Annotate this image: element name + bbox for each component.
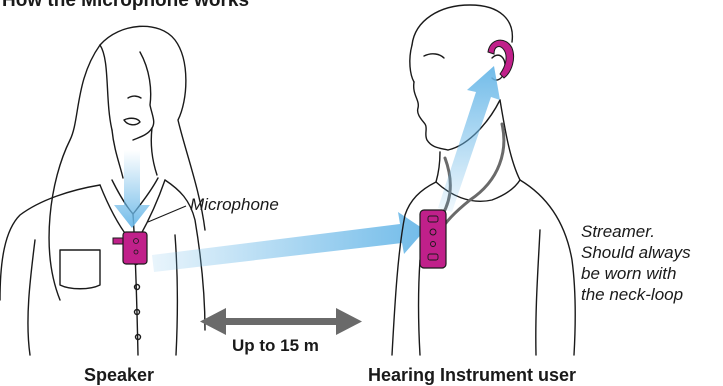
ear-arrow xyxy=(438,66,500,212)
microphone-label: Microphone xyxy=(190,194,279,215)
transmission-arrow xyxy=(152,212,425,272)
streamer-label-line-2: Should always xyxy=(581,242,691,263)
speaker-label: Speaker xyxy=(84,365,154,386)
voice-arrow xyxy=(114,150,150,228)
distance-label: Up to 15 m xyxy=(232,336,319,356)
microphone-device xyxy=(113,232,147,264)
streamer-device xyxy=(420,210,446,268)
distance-arrow xyxy=(200,308,362,335)
speaker-figure xyxy=(0,26,205,355)
streamer-label-line-4: the neck-loop xyxy=(581,284,683,305)
user-figure xyxy=(392,5,575,355)
user-label: Hearing Instrument user xyxy=(368,365,576,386)
streamer-label-line-1: Streamer. xyxy=(581,221,655,242)
streamer-label-line-3: be worn with xyxy=(581,263,676,284)
